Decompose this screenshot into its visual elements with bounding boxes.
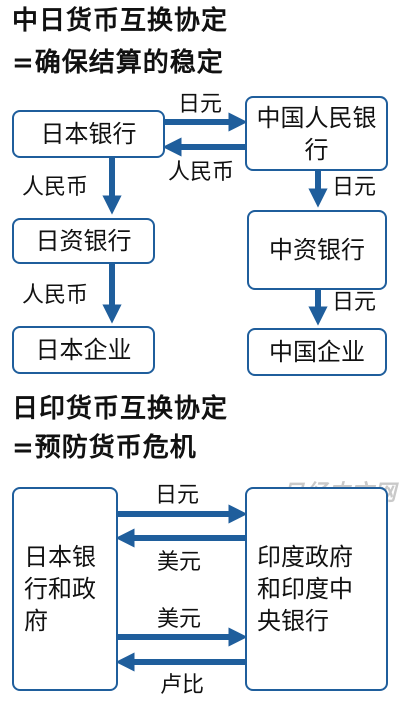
section1-subtitle: =确保结算的稳定 (12, 48, 224, 78)
box-china-enterprise: 中国企业 (247, 328, 387, 376)
box-japan-bank-and-government: 日本银行和政府 (12, 487, 118, 691)
label-yen-down-2: 日元 (332, 290, 377, 315)
label-yen-down-1: 日元 (332, 175, 377, 200)
label-rupee: 卢比 (160, 673, 205, 698)
label-rmb-down-2: 人民币 (22, 283, 89, 308)
label-yen: 日元 (155, 483, 200, 508)
label-rmb-to-japan: 人民币 (168, 160, 235, 185)
section1-title: 中日货币互换协定 (12, 6, 229, 36)
label-rmb-down-1: 人民币 (22, 175, 89, 200)
label-yen-to-china: 日元 (178, 92, 223, 117)
section2-title: 日印货币互换协定 (12, 394, 229, 424)
box-japanese-funded-bank: 日资银行 (12, 218, 155, 264)
label-usd-1: 美元 (157, 550, 202, 575)
label-usd-2: 美元 (157, 607, 202, 632)
box-chinese-funded-bank: 中资银行 (247, 210, 387, 290)
box-japan-bank: 日本银行 (12, 110, 165, 158)
box-china-bank: 中国人民银行 (245, 96, 388, 171)
box-india-government-and-central-bank: 印度政府和印度中央银行 (245, 487, 388, 691)
section2-subtitle: =预防货币危机 (12, 433, 197, 463)
box-japan-enterprise: 日本企业 (12, 326, 155, 374)
